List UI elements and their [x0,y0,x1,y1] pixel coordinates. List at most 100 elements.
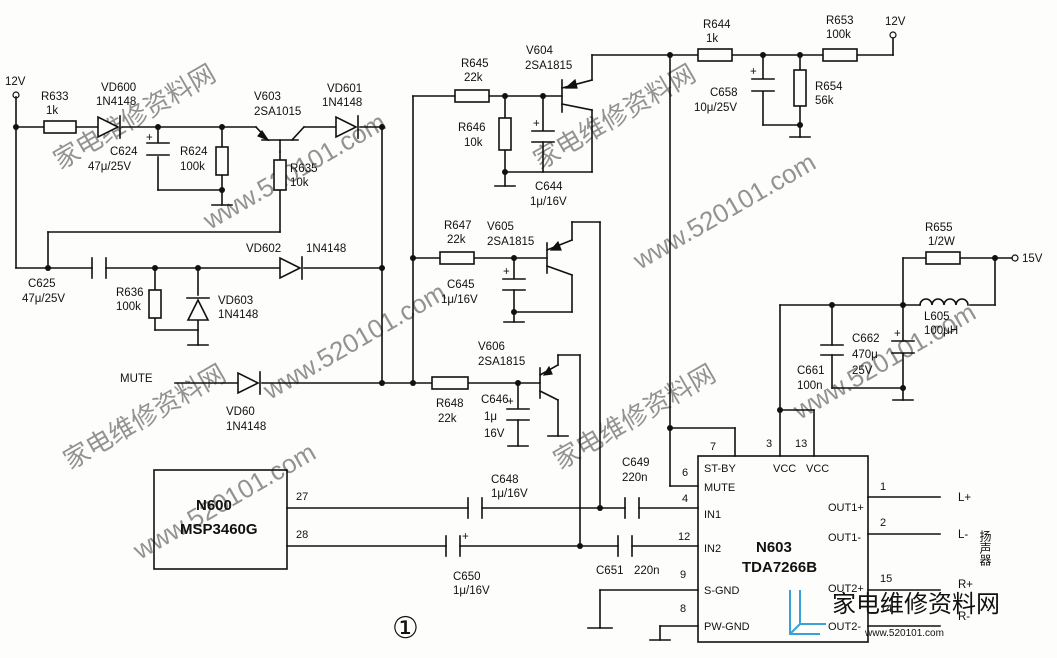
capacitor-c650: + C650 1μ/16V [445,531,490,597]
resistor-r653: R653 100k [822,15,858,62]
val-c661: 100n [797,380,823,392]
ref-r636: R636 [116,287,144,299]
n603-label-out2m: OUT2- [828,621,861,633]
val-r636: 100k [116,301,141,313]
val-v604: 2SA1815 [525,60,572,72]
transistor-v606: V606 2SA1815 [478,341,560,402]
svg-text:+: + [533,118,540,130]
brand-url: www.520101.com [864,628,944,639]
book-icon [789,590,826,635]
val-r653: 100k [826,29,851,41]
val-vd602: 1N4148 [306,243,346,255]
val-r635: 10k [290,177,309,189]
ref-vd603: VD603 [218,295,253,307]
net-label-mute: MUTE [120,373,153,385]
ref-vd601: VD601 [327,83,362,95]
ref-c624: C624 [110,146,138,158]
ref-r647: R647 [444,220,472,232]
ref-c625: C625 [28,278,56,290]
ref-c661: C661 [797,365,825,377]
ref-c649: C649 [622,457,650,469]
val-r645: 22k [464,72,483,84]
capacitor-c662: + C662 470μ 25V [852,328,915,377]
ic-n600-type: MSP3460G [180,521,258,538]
n603-pin-3: 3 [766,438,772,450]
ic-n600-ref: N600 [196,497,232,514]
resistor-r648: R648 22k [431,376,469,425]
n603-label-vcc1: VCC [773,463,796,475]
ref-r633: R633 [41,91,69,103]
n603-pin-15: 15 [880,573,892,585]
ref-r655: R655 [925,222,953,234]
n603-label-vcc2: VCC [806,463,829,475]
val-c648: 1μ/16V [491,488,528,500]
svg-text:+: + [750,66,757,78]
n603-pin-7: 7 [710,441,716,453]
transistor-v605: V605 2SA1815 [487,221,574,277]
junctions [13,52,998,549]
ic-n600: N600 MSP3460G 27 28 [153,469,308,570]
resistor-r655: R655 1/2W [925,222,961,265]
ref-c648: C648 [491,474,519,486]
transistor-v604: V604 2SA1815 [525,45,593,113]
ref-r645: R645 [461,58,489,70]
capacitor-c651: C651 220n [596,535,660,577]
resistor-r633: R633 1k [41,91,77,134]
val-r647: 22k [447,234,466,246]
ref-l605: L605 [924,311,950,323]
val-c658: 10μ/25V [694,102,737,114]
resistor-r646: R646 10k [458,117,512,151]
n600-pin-28: 28 [296,529,308,541]
figure-number: ① [392,611,419,646]
capacitor-c625: C625 47μ/25V [22,257,107,305]
val-vd600: 1N4148 [96,96,136,108]
n603-label-in2: IN2 [704,543,721,555]
resistor-r635: R635 10k [273,159,318,191]
n603-pin-8: 8 [680,603,686,615]
val-c662-a: 470μ [852,349,878,361]
diode-vd603: VD603 1N4148 [186,295,258,321]
terminal-15v: 15V [1011,253,1043,265]
val-c651: 220n [634,565,660,577]
diode-vd60: VD60 1N4148 [226,371,266,433]
ref-r646: R646 [458,122,486,134]
resistor-r624: R624 100k [180,146,229,176]
out-label-lminus: L- [958,529,968,541]
val-c662-b: 25V [852,365,873,377]
brand-overlay: 家电维修资料网 www.520101.com [789,590,1000,639]
n603-label-sgnd: S-GND [704,585,740,597]
ref-v604: V604 [526,45,553,57]
val-l605: 100μH [924,325,958,337]
n603-pin-4: 4 [682,493,688,505]
n603-pin-14: 14 [880,603,892,615]
terminal-12v-left: 12V [5,76,26,99]
diode-vd601: VD601 1N4148 [322,83,362,139]
diode-vd600: VD600 1N4148 [96,82,136,139]
ref-r648: R648 [436,398,464,410]
out-label-rplus: R+ [958,579,973,591]
ic-n603: N603 TDA7266B ST-BY MUTE IN1 IN2 S-GND P… [678,438,892,643]
ic-n603-type: TDA7266B [742,559,817,576]
capacitor-c645: + C645 1μ/16V [441,266,526,306]
svg-text:+: + [503,266,510,278]
n603-pin-9: 9 [680,569,686,581]
ref-r635: R635 [290,163,318,175]
n603-pin-13: 13 [795,438,807,450]
n603-pin-2: 2 [880,517,886,529]
net-label-15v: 15V [1022,253,1043,265]
resistor-r647: R647 22k [439,220,475,265]
ref-r653: R653 [826,15,854,27]
ref-vd602: VD602 [246,243,281,255]
watermark-url: www.520101.com [787,297,981,426]
val-c646-b: 16V [484,428,505,440]
ic-n603-ref: N603 [756,539,792,556]
transistor-v603: V603 2SA1015 [254,91,306,153]
val-c649: 220n [622,472,648,484]
capacitor-c661: C661 100n [797,344,844,392]
val-c650: 1μ/16V [453,585,490,597]
svg-text:+: + [146,132,153,144]
ref-c662: C662 [852,333,880,345]
capacitor-c648: C648 1μ/16V [467,474,528,519]
val-c644: 1μ/16V [530,196,567,208]
